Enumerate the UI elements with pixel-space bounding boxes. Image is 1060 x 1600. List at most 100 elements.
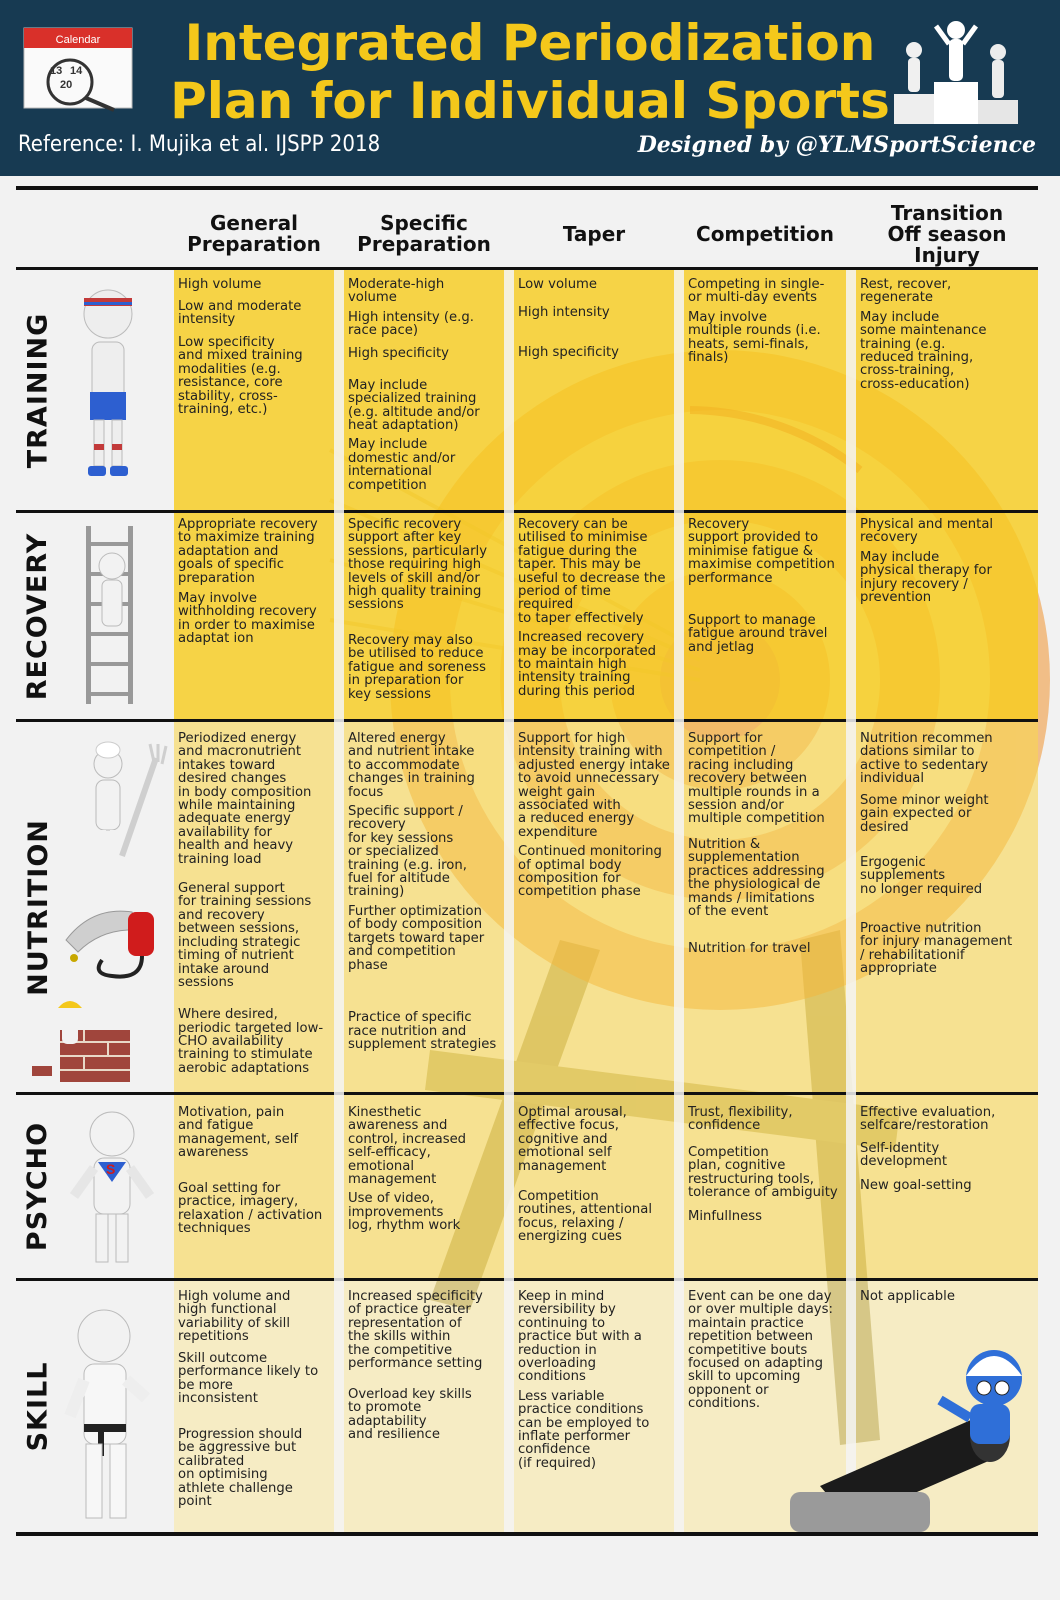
cell-paragraph: May involve withholding recovery in orde… xyxy=(178,591,317,647)
table-cell: Recovery support provided to minimise fa… xyxy=(688,518,844,664)
cell-paragraph: Event can be one day or over multiple da… xyxy=(688,1289,833,1412)
table-cell: Competing in single- or multi-day events… xyxy=(688,278,844,374)
runner-figure-icon xyxy=(83,289,133,476)
cell-paragraph: Overload key skills to promote adaptabil… xyxy=(348,1387,472,1443)
cell-paragraph: Motivation, pain and fatigue management,… xyxy=(178,1105,299,1161)
cell-paragraph: May include some maintenance training (e… xyxy=(860,309,987,392)
cell-paragraph: May include domestic and/or internationa… xyxy=(348,437,456,493)
header-banner xyxy=(0,0,1060,176)
cell-paragraph: Nutrition recommen dations similar to ac… xyxy=(860,731,993,787)
calendar-icon: Calendar 13 14 20 xyxy=(20,22,138,114)
cell-paragraph: Increased specificity of practice greate… xyxy=(348,1289,483,1372)
cell-paragraph: Use of video, improvements log, rhythm w… xyxy=(348,1191,461,1234)
table-cell: Effective evaluation, selfcare/restorati… xyxy=(860,1106,1032,1202)
cell-paragraph: Trust, flexibility, confidence xyxy=(688,1105,793,1134)
cell-paragraph: Ergogenic supplements no longer required xyxy=(860,855,983,897)
cell-paragraph: Optimal arousal, effective focus, cognit… xyxy=(518,1105,627,1174)
cell-paragraph: High volume and high functional variabil… xyxy=(178,1289,291,1345)
cell-paragraph: Not applicable xyxy=(860,1289,955,1304)
cell-paragraph: May include physical therapy for injury … xyxy=(860,549,992,606)
cell-paragraph: Kinesthetic awareness and control, incre… xyxy=(348,1105,467,1188)
cell-paragraph: Minfullness xyxy=(688,1208,762,1224)
band-nutrition xyxy=(174,722,1038,1092)
cell-paragraph: Nutrition & supplementation practices ad… xyxy=(688,837,825,920)
karate-figure-icon xyxy=(64,1309,151,1519)
column-header-taper: Taper xyxy=(562,221,626,246)
cell-paragraph: Less variable practice conditions can be… xyxy=(518,1388,650,1471)
bricklayer-icon xyxy=(32,1001,130,1082)
cell-paragraph: Recovery may also be utilised to reduce … xyxy=(348,633,486,702)
cell-paragraph: Periodized energy and macronutrient inta… xyxy=(178,731,312,867)
cell-paragraph: Moderate-high volume xyxy=(348,277,445,306)
row-label-recovery: RECOVERY xyxy=(22,532,54,700)
cell-paragraph: Continued monitoring of optimal body com… xyxy=(518,844,662,900)
band-psycho xyxy=(174,1095,1038,1278)
row-divider-psycho xyxy=(16,1278,1038,1281)
cell-paragraph: Proactive nutrition for injury managemen… xyxy=(860,921,1013,977)
table-cell: Appropriate recovery to maximize trainin… xyxy=(178,518,332,656)
band-recovery xyxy=(174,513,1038,719)
cell-paragraph: Rest, recover, regenerate xyxy=(860,277,952,306)
column-header-general-preparation: General Preparation xyxy=(187,211,321,256)
table-cell: Keep in mind reversibility by continuing… xyxy=(518,1290,672,1480)
column-separator xyxy=(334,270,344,1532)
cell-paragraph: Progression should be aggressive but cal… xyxy=(178,1427,303,1510)
table-cell: Not applicable xyxy=(860,1290,1032,1313)
cell-paragraph: Support for high intensity training with… xyxy=(518,731,670,840)
reference-text: Reference: I. Mujika et al. IJSPP 2018 xyxy=(18,132,381,157)
cell-paragraph: Self-identity development xyxy=(860,1141,947,1170)
cell-paragraph: Some minor weight gain expected or desir… xyxy=(860,793,989,835)
cannon-icon xyxy=(790,1350,1022,1532)
table-cell: Increased specificity of practice greate… xyxy=(348,1290,502,1452)
table-cell: High volume and high functional variabil… xyxy=(178,1290,332,1518)
row-divider-training xyxy=(16,510,1038,513)
row-label-training: TRAINING xyxy=(22,312,54,468)
calendar-num-2: 14 xyxy=(70,65,83,77)
ladder-climber-icon xyxy=(86,526,133,704)
cell-paragraph: Effective evaluation, selfcare/restorati… xyxy=(860,1105,996,1134)
column-separator xyxy=(674,270,684,1532)
table-cell: Support for competition / racing includi… xyxy=(688,732,844,965)
cell-paragraph: New goal-setting xyxy=(860,1177,972,1193)
cell-paragraph: Skill outcome performance likely to be m… xyxy=(178,1351,319,1407)
cell-paragraph: May involve multiple rounds (i.e. heats,… xyxy=(688,309,821,366)
svg-text:S: S xyxy=(106,1161,115,1177)
column-header-competition: Competition xyxy=(696,221,834,246)
title-line-1: Integrated Periodization xyxy=(184,14,876,72)
row-label-skill: SKILL xyxy=(22,1361,54,1452)
cell-paragraph: Physical and mental recovery xyxy=(860,517,994,546)
cell-paragraph: Specific recovery support after key sess… xyxy=(348,517,488,613)
cell-paragraph: High intensity xyxy=(518,305,610,320)
column-separator xyxy=(846,270,856,1532)
cell-paragraph: May include specialized training (e.g. a… xyxy=(348,377,480,434)
band-training xyxy=(174,270,1038,510)
cell-paragraph: Nutrition for travel xyxy=(688,941,811,957)
table-cell: Kinesthetic awareness and control, incre… xyxy=(348,1106,502,1243)
cell-paragraph: Keep in mind reversibility by continuing… xyxy=(518,1289,642,1385)
table-cell: Optimal arousal, effective focus, cognit… xyxy=(518,1106,672,1254)
calendar-label: Calendar xyxy=(56,34,101,46)
column-header-specific-preparation: Specific Preparation xyxy=(357,211,491,256)
cell-paragraph: Competition plan, cognitive restructurin… xyxy=(688,1145,838,1201)
table-top-rule xyxy=(16,186,1038,190)
table-cell: Periodized energy and macronutrient inta… xyxy=(178,732,332,1085)
cell-paragraph: Competition routines, attentional focus,… xyxy=(518,1189,653,1245)
cell-paragraph: Specific support / recovery for key sess… xyxy=(348,804,467,900)
cell-paragraph: High specificity xyxy=(348,345,449,361)
cell-paragraph: General support for training sessions an… xyxy=(178,881,312,990)
cell-paragraph: Low volume xyxy=(518,277,598,292)
table-cell: Event can be one day or over multiple da… xyxy=(688,1290,844,1421)
cell-paragraph: Further optimization of body composition… xyxy=(348,904,485,973)
column-separator xyxy=(504,270,514,1532)
column-header-transition: Transition Off season Injury xyxy=(887,200,1007,267)
cell-paragraph: Low specificity and mixed training modal… xyxy=(178,335,303,418)
cell-paragraph: High specificity xyxy=(518,345,619,360)
row-divider-nutrition xyxy=(16,1092,1038,1095)
table-cell: Support for high intensity training with… xyxy=(518,732,672,909)
table-cell: Motivation, pain and fatigue management,… xyxy=(178,1106,332,1246)
